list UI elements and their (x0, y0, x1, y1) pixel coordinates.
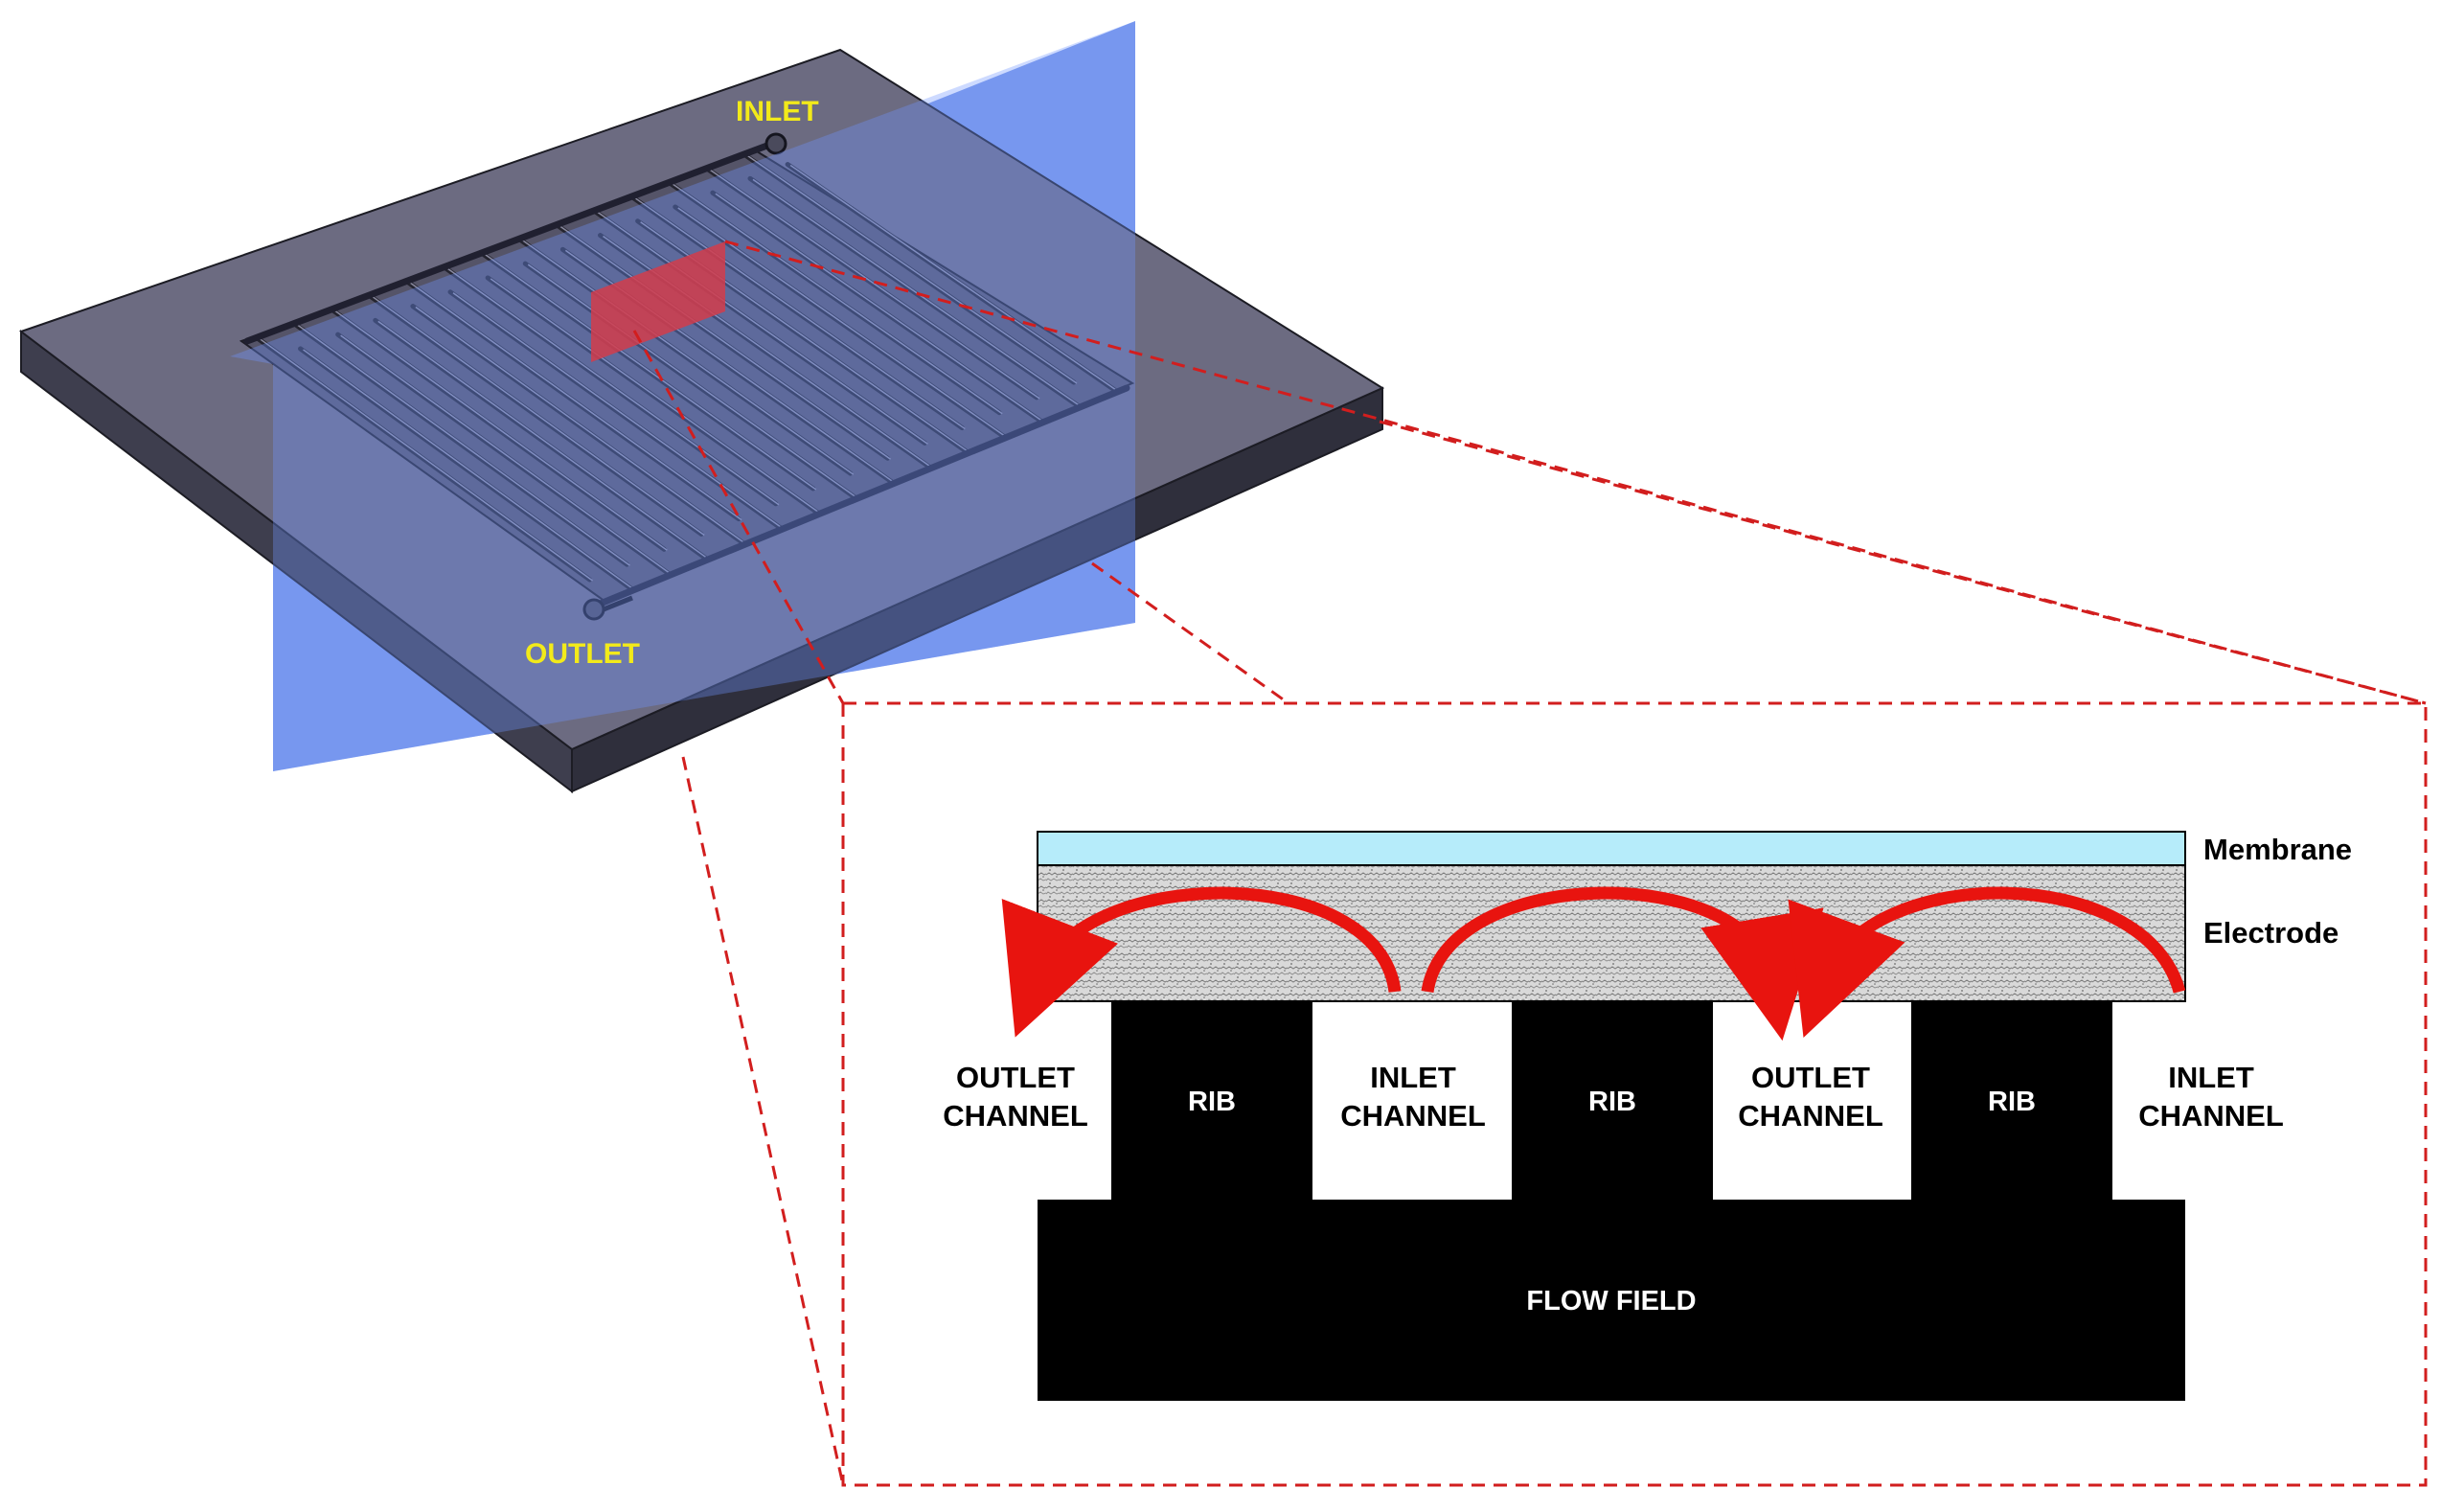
channel-edge (746, 154, 1078, 384)
cross-section: Membrane Electrode OUTLET CHANNEL INLET … (943, 831, 2352, 1401)
channel-line (785, 162, 1120, 395)
electrode-layer (1037, 864, 2186, 1002)
rib-3-label: RIB (1988, 1087, 2036, 1117)
channel-edge (484, 253, 817, 491)
channel-line (704, 166, 1039, 401)
channel-edge (371, 295, 705, 537)
channel-line (447, 289, 786, 532)
zoom-line-plate-mid (1091, 561, 1289, 705)
channel-4-line1: INLET (2168, 1061, 2254, 1094)
channel-line (373, 317, 711, 562)
bipolar-plate-3d: INLET OUTLET (18, 21, 1385, 794)
channel-line (516, 236, 854, 476)
outlet-label: OUTLET (525, 638, 640, 670)
channel-edge (671, 182, 1003, 415)
rib-1 (1111, 1001, 1312, 1202)
channel-line (329, 307, 667, 552)
channel-line (591, 208, 927, 446)
channel-line (673, 204, 1009, 441)
channel-edge (333, 309, 668, 551)
outlet-port-stub (603, 595, 633, 612)
channel-edge (452, 292, 787, 531)
channel-edge (527, 263, 860, 501)
channel-line (710, 190, 1046, 425)
channel-edge (415, 306, 749, 546)
channel-edge (303, 349, 637, 592)
channel-line (291, 321, 629, 567)
flow-arrow-3 (1788, 886, 2186, 1038)
channel-line (335, 332, 673, 578)
channel-line (522, 261, 859, 501)
inlet-label: INLET (736, 96, 819, 127)
channel-line (479, 250, 816, 492)
channel-line (410, 304, 748, 547)
channel-edge (677, 207, 1010, 440)
channel-edge (446, 267, 780, 506)
flow-field-base (1038, 1200, 2185, 1401)
channel-edge (789, 164, 1121, 394)
channel-line (298, 346, 636, 593)
zoom-callout (632, 240, 2428, 1487)
inlet-header (243, 140, 776, 345)
channel-line (403, 278, 741, 522)
channel-edge (521, 239, 855, 475)
channel-edge (559, 224, 891, 460)
electrode-label: Electrode (2203, 916, 2339, 950)
flow-arrow-2 (1421, 886, 1824, 1042)
channel-line (442, 264, 779, 507)
channel-edge (596, 211, 928, 446)
rib-1-label: RIB (1188, 1087, 1236, 1117)
channel-line (485, 275, 822, 516)
channel-edge (715, 193, 1046, 424)
channel-3-line1: OUTLET (1751, 1061, 1870, 1094)
channel-1-line2: CHANNEL (943, 1099, 1088, 1133)
membrane-layer (1037, 831, 2186, 866)
zoom-line-top (724, 240, 2427, 705)
channel-edge (296, 323, 630, 566)
inlet-port (764, 132, 787, 155)
highlighted-cut-region (591, 241, 725, 362)
channel-line (666, 179, 1002, 416)
zoom-line-left (632, 330, 845, 704)
rib-2-label: RIB (1588, 1087, 1636, 1117)
channel-line (254, 334, 593, 583)
channel-edge (709, 169, 1040, 400)
channel-edge (633, 196, 966, 430)
rib-3 (1911, 1001, 2112, 1202)
channel-line (554, 222, 891, 461)
channel-line (741, 151, 1077, 385)
zoom-line-bottom-left (681, 756, 845, 1486)
flow-arrow-1 (1001, 886, 1402, 1038)
zoom-line-plate-right (1379, 420, 2427, 705)
channel-edge (259, 337, 593, 582)
channel-line (366, 292, 704, 537)
section-plane-front (230, 21, 1135, 771)
channel-2-line2: CHANNEL (1340, 1099, 1486, 1133)
channel-line (747, 175, 1083, 410)
channel-3-line2: CHANNEL (1738, 1099, 1883, 1133)
channel-edge (408, 281, 742, 521)
flow-field-label: FLOW FIELD (1526, 1286, 1696, 1316)
channel-edge (490, 278, 823, 516)
outlet-header (582, 384, 1130, 613)
channel-1-line1: OUTLET (956, 1061, 1075, 1094)
zoom-frame (841, 701, 2428, 1487)
channel-4-line2: CHANNEL (2138, 1099, 2284, 1133)
channel-edge (377, 320, 712, 561)
channel-line (628, 194, 965, 431)
membrane-label: Membrane (2203, 833, 2352, 866)
channel-2-line1: INLET (1370, 1061, 1456, 1094)
channel-edge (340, 334, 674, 577)
rib-2 (1512, 1001, 1713, 1202)
